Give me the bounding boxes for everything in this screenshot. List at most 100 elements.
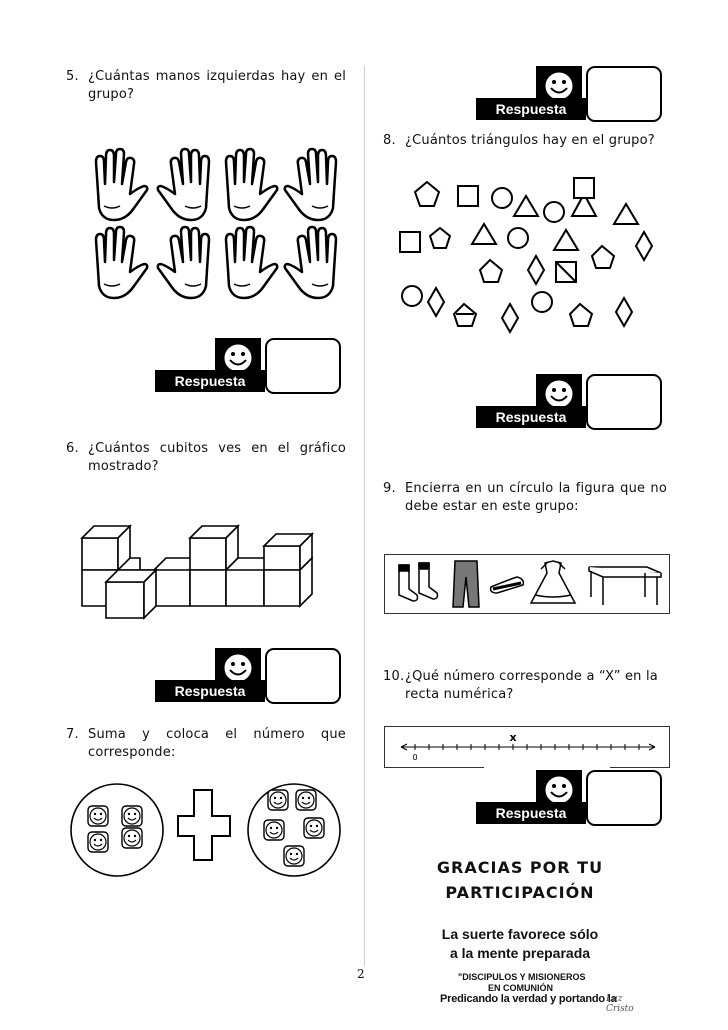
smiley-icon	[303, 817, 325, 839]
smiley-icon	[87, 805, 109, 827]
quote-line-2: a la mente preparada	[449, 945, 591, 961]
pentagon-icon	[413, 180, 441, 207]
triangle-icon	[570, 191, 598, 217]
hand-icon	[283, 225, 338, 300]
hand-icon	[224, 147, 279, 222]
diamond-icon	[500, 301, 520, 335]
pentagon-icon	[478, 258, 504, 283]
question-number: 5.	[66, 69, 79, 84]
logo-script: Luz Cristo	[606, 994, 634, 1014]
answer-badge: Respuesta	[476, 66, 666, 126]
page-number: 2	[357, 967, 365, 981]
quote-line-1: La suerte favorece sólo	[441, 926, 599, 942]
square-icon	[457, 185, 479, 207]
question-number: 10.	[383, 669, 405, 684]
smiley-icon	[295, 789, 317, 811]
answer-badge: Respuesta	[476, 374, 666, 434]
square-icon	[399, 231, 421, 253]
hands-group	[94, 147, 338, 300]
smiley-icon	[267, 789, 289, 811]
number-line-panel: 0 x	[384, 726, 670, 768]
triangle-icon	[552, 228, 580, 251]
answer-label: Respuesta	[476, 406, 586, 428]
triangle-icon	[512, 194, 540, 217]
question-text: ¿Cuántos triángulos hay en el grupo?	[405, 133, 655, 148]
logo-line-3: Predicando la verdad y portando la	[440, 993, 617, 1005]
smiley-icon	[121, 805, 143, 827]
logo-line-1: "DISCIPULOS Y MISIONEROS	[458, 972, 586, 982]
number-line-panel-bottom	[610, 767, 670, 768]
smiley-icon	[121, 827, 143, 849]
answer-box[interactable]	[265, 338, 341, 394]
cubes-figure	[80, 524, 314, 620]
circle-icon	[491, 187, 513, 209]
pentagon-icon	[568, 302, 594, 327]
pentagon-icon	[590, 244, 616, 269]
plus-icon	[177, 789, 231, 861]
pants-icon	[452, 560, 480, 608]
smiley-icon	[263, 819, 285, 841]
question-8: 8. ¿Cuántos triángulos hay en el grupo?	[383, 132, 673, 150]
addition-figure	[70, 783, 341, 877]
question-text: Suma y coloca el número que corresponde:	[88, 727, 346, 760]
question-text: Encierra en un círculo la figura que no …	[405, 481, 667, 514]
column-divider	[364, 66, 365, 966]
square-icon	[573, 177, 595, 199]
left-group-circle	[70, 783, 164, 877]
question-text: ¿Cuántas manos izquierdas hay en el grup…	[88, 69, 346, 102]
triangle-icon	[612, 202, 640, 225]
logo-line-2: EN COMUNIÓN	[488, 983, 553, 993]
circle-icon	[531, 291, 553, 313]
answer-label: Respuesta	[155, 370, 265, 392]
diamond-icon	[614, 295, 634, 329]
circle-icon	[507, 227, 529, 249]
triangle-icon	[470, 222, 498, 245]
question-6: 6. ¿Cuántos cubitos ves en el gráfico mos…	[66, 440, 348, 476]
thanks-line-2: PARTICIPACIÓN	[445, 883, 595, 902]
hand-icon	[156, 147, 211, 222]
smiley-icon	[283, 845, 305, 867]
question-9: 9. Encierra en un círculo la figura que n…	[383, 480, 673, 516]
question-number: 8.	[383, 133, 396, 148]
diamond-icon	[634, 229, 654, 263]
hand-icon	[283, 147, 338, 222]
diamond-icon	[526, 253, 546, 287]
question-number: 9.	[383, 481, 396, 496]
answer-badge: Respuesta	[155, 338, 345, 398]
question-number: 6.	[66, 441, 79, 456]
answer-label: Respuesta	[476, 98, 586, 120]
question-number: 7.	[66, 727, 79, 742]
number-line-panel-bottom	[384, 767, 484, 768]
question-10: 10.¿Qué número corresponde a “X” en la r…	[383, 668, 673, 704]
answer-label: Respuesta	[155, 680, 265, 702]
answer-label: Respuesta	[476, 802, 586, 824]
hand-icon	[94, 225, 149, 300]
question-5: 5. ¿Cuántas manos izquierdas hay en el gr…	[66, 68, 348, 104]
circle-icon	[543, 201, 565, 223]
answer-badge: Respuesta	[476, 770, 666, 830]
answer-box[interactable]	[265, 648, 341, 704]
table-icon	[588, 566, 662, 605]
hand-icon	[94, 147, 149, 222]
shoe-icon	[489, 576, 525, 594]
hand-icon	[224, 225, 279, 300]
diamond-icon	[426, 285, 446, 319]
answer-box[interactable]	[586, 374, 662, 430]
question-text: ¿Cuántos cubitos ves en el gráfico mostr…	[88, 441, 346, 474]
pentagon-icon	[428, 226, 452, 249]
answer-box[interactable]	[586, 66, 662, 122]
question-7: 7. Suma y coloca el número que correspond…	[66, 726, 348, 762]
circle-icon	[401, 285, 423, 307]
shapes-group	[399, 177, 654, 335]
number-line-x-marker: x	[509, 731, 516, 744]
objects-panel	[384, 554, 670, 614]
socks-icon	[398, 562, 439, 602]
answer-badge: Respuesta	[155, 648, 345, 708]
smiley-icon	[87, 831, 109, 853]
answer-box[interactable]	[586, 770, 662, 826]
number-line-zero: 0	[412, 753, 417, 762]
thanks-line-1: GRACIAS POR TU	[436, 858, 604, 877]
dress-icon	[529, 560, 577, 604]
question-text: ¿Qué número corresponde a “X” en la rect…	[405, 669, 658, 702]
hand-icon	[156, 225, 211, 300]
